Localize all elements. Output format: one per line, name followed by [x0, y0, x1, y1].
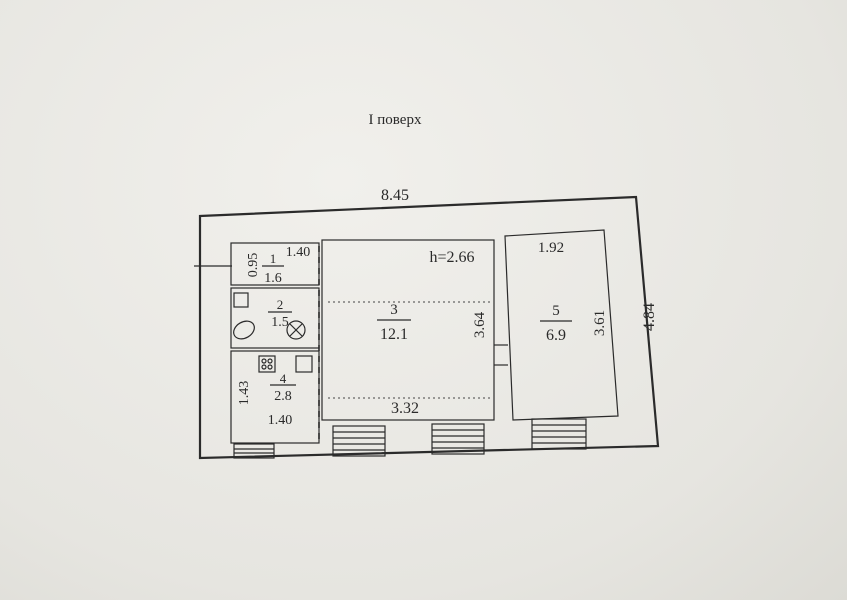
- overall-width-label: 8.45: [381, 187, 409, 204]
- room-5-number: 5: [552, 303, 560, 319]
- sink-icon: [295, 355, 313, 373]
- room-4: 1.43 4 2.8 1.40: [230, 350, 320, 444]
- room-4-dim-b: 1.40: [268, 413, 293, 428]
- room-1-area: 1.6: [264, 271, 282, 286]
- window-room-3-right: [431, 423, 485, 455]
- room-2: 2 1.5: [230, 287, 320, 349]
- room-2-number: 2: [277, 297, 284, 312]
- floor-title: I поверх: [369, 112, 422, 128]
- room-2-area: 1.5: [271, 315, 289, 330]
- ceiling-height-label: h=2.66: [429, 249, 474, 266]
- window-kitchen: [233, 443, 275, 459]
- room-1-number: 1: [270, 251, 277, 266]
- room-4-dim-a: 1.43: [237, 381, 252, 406]
- shower-icon: [286, 320, 306, 340]
- window-room-5: [531, 418, 587, 450]
- toilet-icon: [233, 320, 255, 340]
- room-4-area: 2.8: [274, 389, 292, 404]
- room-3-area: 12.1: [380, 326, 408, 343]
- room-1: 0.95 1.40 1 1.6: [230, 242, 320, 286]
- room-5-dim-b: 3.61: [592, 310, 608, 336]
- room-1-dim-a: 0.95: [246, 253, 261, 278]
- outer-walls: [194, 195, 660, 460]
- room-3-dim-b: 3.32: [391, 400, 419, 417]
- room-1-dim-b: 1.40: [286, 245, 311, 260]
- overall-depth-label: 4.84: [641, 303, 658, 331]
- window-room-3-left: [332, 425, 386, 457]
- sink-icon: [233, 292, 249, 308]
- stove-icon: [258, 355, 276, 373]
- room-5-dim-a: 1.92: [538, 240, 564, 256]
- room-3: h=2.66 3 12.1 3.64 3.32: [321, 239, 495, 421]
- room-3-dim-a: 3.64: [472, 311, 488, 338]
- room-5: 1.92 5 6.9 3.61: [504, 229, 619, 421]
- windows: [233, 418, 587, 459]
- room-4-number: 4: [280, 371, 287, 386]
- room-3-number: 3: [390, 302, 398, 318]
- room-5-area: 6.9: [546, 327, 566, 344]
